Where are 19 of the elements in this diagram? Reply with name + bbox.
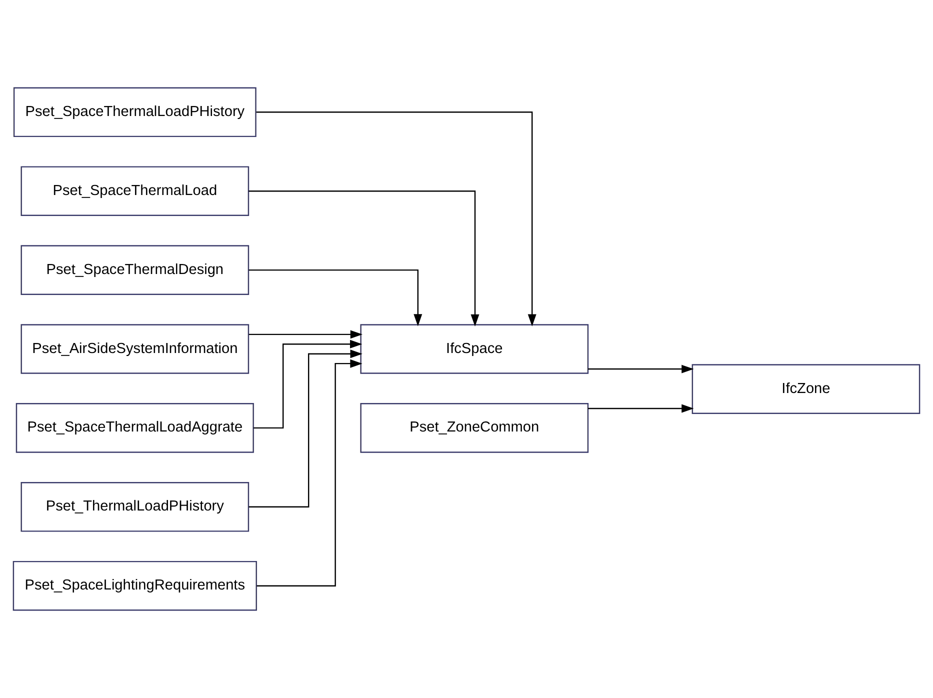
node-box: Pset_SpaceThermalLoadAggrate: [16, 403, 254, 453]
node-box: Pset_SpaceLightingRequirements: [12, 560, 257, 611]
node-box: Pset_SpaceThermalDesign: [20, 245, 250, 295]
arrow: [256, 112, 536, 326]
node-box: Pset_AirSideSystemInformation: [20, 324, 250, 374]
arrow: [248, 330, 363, 339]
node-box: IfcZone: [692, 364, 920, 414]
node-box: Pset_ThermalLoadPHistory: [20, 482, 250, 532]
arrow: [256, 359, 362, 586]
arrow: [253, 340, 362, 429]
node-box: Pset_ZoneCommon: [360, 403, 589, 453]
arrow: [248, 190, 480, 326]
arrow: [588, 364, 694, 374]
node-box: Pset_SpaceThermalLoadPHistory: [13, 87, 256, 138]
node-box: IfcSpace: [360, 324, 589, 374]
arrow: [248, 269, 422, 326]
arrow: [588, 404, 694, 413]
node-box: Pset_SpaceThermalLoad: [20, 166, 250, 216]
arrow: [248, 350, 362, 508]
